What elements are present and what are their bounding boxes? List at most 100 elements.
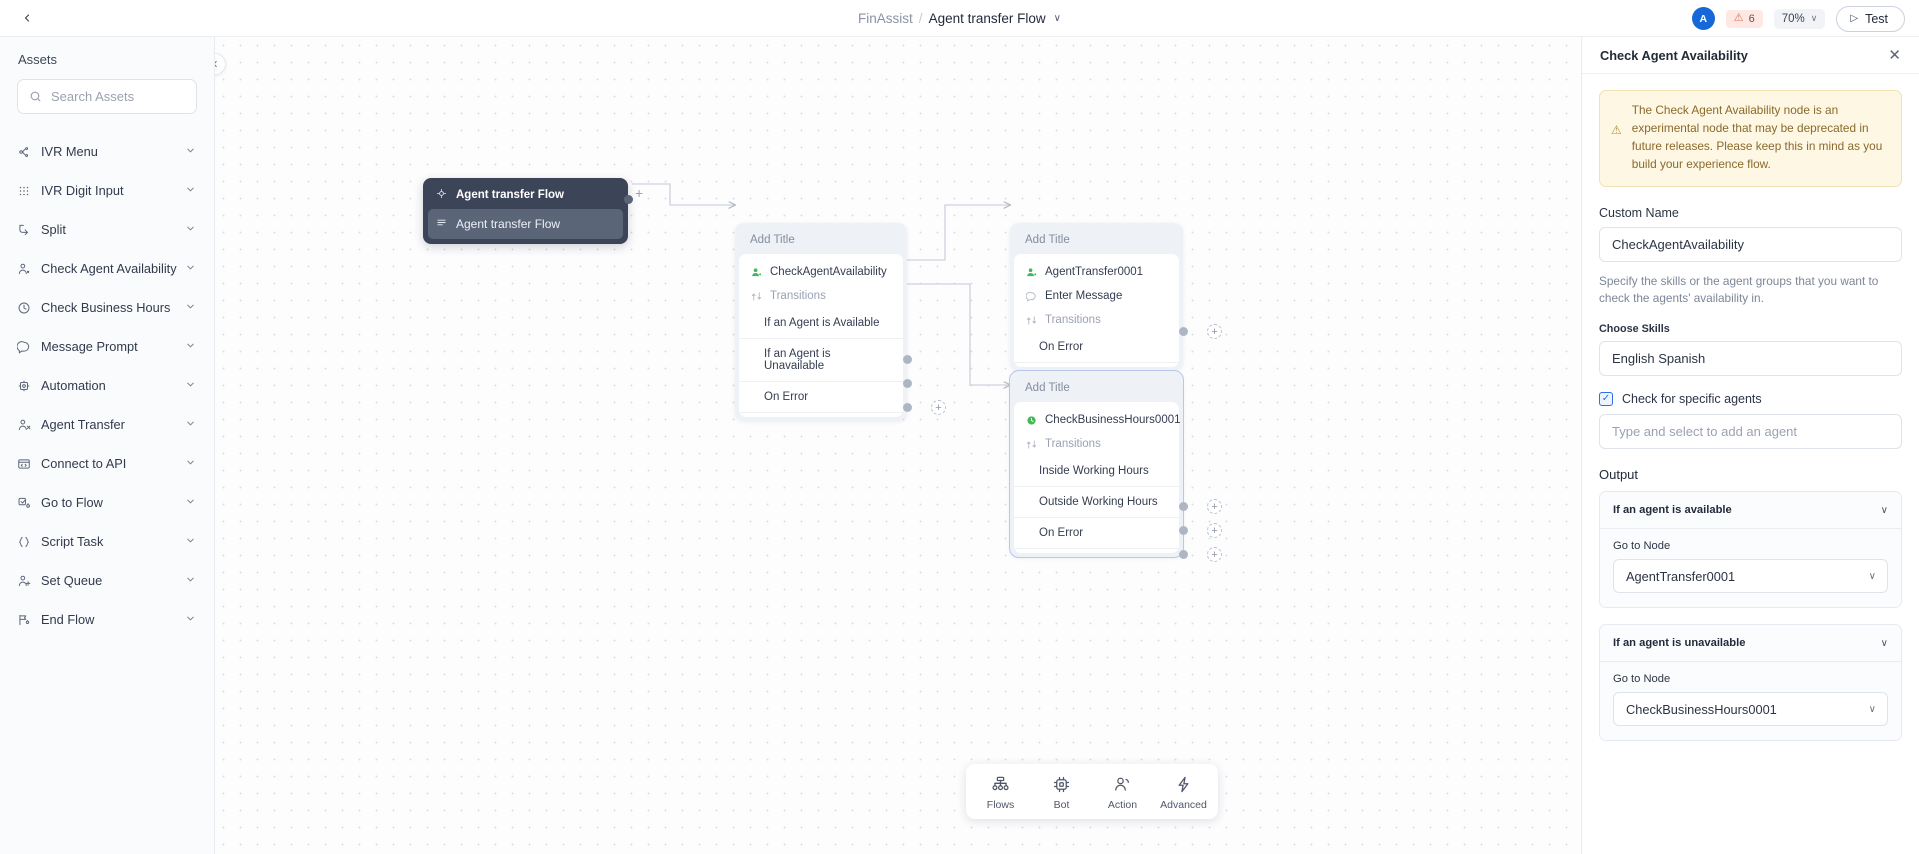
node-name-row: CheckBusinessHours0001 xyxy=(1014,408,1181,432)
output-label: Output xyxy=(1599,467,1639,483)
sidebar-item-connect-to-api[interactable]: Connect to API xyxy=(0,444,214,483)
node-transition[interactable]: Inside Working Hours xyxy=(1014,456,1179,487)
node-message-row[interactable]: Enter Message xyxy=(1014,284,1179,308)
sidebar-collapse-button[interactable] xyxy=(215,53,226,75)
toolbar-item-flows[interactable]: Flows xyxy=(972,773,1029,812)
node-transition[interactable]: On Error xyxy=(739,382,903,413)
chevron-down-icon[interactable] xyxy=(185,613,196,627)
output-card-body: Go to Node CheckBusinessHours0001 ∨ xyxy=(1600,662,1901,741)
start-node-add-icon[interactable]: + xyxy=(635,185,644,201)
node-output-port-available[interactable] xyxy=(903,355,912,364)
sidebar-item-check-business-hours[interactable]: Check Business Hours xyxy=(0,288,214,327)
sidebar-item-end-flow[interactable]: End Flow xyxy=(0,600,214,639)
output-card-header[interactable]: If an agent is available ∨ xyxy=(1600,492,1901,530)
toolbar-item-bot[interactable]: Bot xyxy=(1033,773,1090,812)
start-node-row[interactable]: Agent transfer Flow xyxy=(428,209,623,239)
chevron-down-icon[interactable] xyxy=(185,262,196,276)
breadcrumb-root[interactable]: FinAssist xyxy=(858,10,913,26)
node-add-branch-inside[interactable]: + xyxy=(1207,499,1222,514)
node-add-branch-button[interactable]: + xyxy=(1207,324,1222,339)
toolbar-item-advanced[interactable]: Advanced xyxy=(1155,773,1212,812)
panel-title: Check Agent Availability xyxy=(1600,47,1748,63)
node-add-branch-button[interactable]: + xyxy=(931,400,946,415)
node-transition[interactable]: Outside Working Hours xyxy=(1014,487,1179,518)
warning-triangle-icon: ⚠ xyxy=(1611,123,1622,137)
choose-skills-input[interactable]: English Spanish xyxy=(1599,341,1902,377)
search-box[interactable] xyxy=(17,79,197,114)
error-count: 6 xyxy=(1748,12,1755,25)
go-to-node-select[interactable]: AgentTransfer0001 ∨ xyxy=(1613,559,1888,594)
node-check-agent-availability[interactable]: Add Title CheckAgentAvailability Transit… xyxy=(735,223,946,421)
node-output-port-on-error[interactable] xyxy=(1179,550,1188,559)
add-agent-input[interactable]: Type and select to add an agent xyxy=(1599,414,1902,450)
chevron-down-icon[interactable] xyxy=(185,379,196,393)
chevron-down-icon[interactable] xyxy=(185,301,196,315)
node-output-port-outside-hours[interactable] xyxy=(1179,526,1188,535)
test-button[interactable]: ▷ Test xyxy=(1836,5,1905,32)
chevron-down-icon[interactable] xyxy=(185,184,196,198)
test-button-label: Test xyxy=(1865,11,1888,26)
go-to-node-select[interactable]: CheckBusinessHours0001 ∨ xyxy=(1613,692,1888,727)
node-name: AgentTransfer0001 xyxy=(1045,266,1144,278)
node-title[interactable]: Add Title xyxy=(1025,382,1070,394)
chevron-down-icon[interactable] xyxy=(185,574,196,588)
breadcrumb-chevron-down-icon[interactable]: ∨ xyxy=(1053,12,1061,24)
custom-name-input[interactable]: CheckAgentAvailability xyxy=(1599,226,1902,262)
node-transition[interactable]: If an Agent is Unavailable xyxy=(739,339,903,382)
chevron-down-icon[interactable]: ∨ xyxy=(1880,637,1888,649)
node-output-port-on-error[interactable] xyxy=(903,403,912,412)
bottom-toolbar: Flows Bot Action Advanced xyxy=(966,764,1218,819)
node-output-port-on-error[interactable] xyxy=(1179,327,1188,336)
toolbar-item-label: Bot xyxy=(1053,799,1070,811)
chevron-left-icon xyxy=(24,14,30,22)
node-output-port-unavailable[interactable] xyxy=(903,379,912,388)
sidebar-item-ivr-menu[interactable]: IVR Menu xyxy=(0,132,214,171)
chevron-down-icon[interactable] xyxy=(185,457,196,471)
zoom-selector[interactable]: 70% ∨ xyxy=(1773,8,1826,29)
chevron-down-icon[interactable] xyxy=(185,340,196,354)
flow-canvas[interactable]: Agent transfer Flow Agent transfer Flow … xyxy=(215,37,1704,854)
node-agent-transfer[interactable]: Add Title AgentTransfer0001 Enter Messag… xyxy=(1010,223,1222,371)
chevron-down-icon[interactable] xyxy=(185,418,196,432)
node-transition[interactable]: If an Agent is Available xyxy=(739,308,903,339)
chevron-down-icon[interactable] xyxy=(185,145,196,159)
node-add-branch-outside[interactable]: + xyxy=(1207,523,1222,538)
sidebar-item-message-prompt[interactable]: Message Prompt xyxy=(0,327,214,366)
close-icon[interactable]: ✕ xyxy=(1888,46,1901,64)
sidebar-item-ivr-digit-input[interactable]: IVR Digit Input xyxy=(0,171,214,210)
checkbox[interactable]: ✓ xyxy=(1599,392,1613,407)
start-node-output-port[interactable] xyxy=(624,195,633,204)
back-button[interactable] xyxy=(10,1,44,35)
node-output-port-inside-hours[interactable] xyxy=(1179,502,1188,511)
search-input[interactable] xyxy=(51,89,185,104)
toolbar-item-action[interactable]: Action xyxy=(1094,773,1151,812)
node-transition[interactable]: On Error xyxy=(1014,518,1179,549)
node-title[interactable]: Add Title xyxy=(1025,234,1070,246)
chevron-down-icon[interactable]: ∨ xyxy=(1880,504,1888,516)
node-check-business-hours[interactable]: Add Title CheckBusinessHours0001 Transit… xyxy=(1009,370,1222,562)
chevron-down-icon[interactable] xyxy=(185,535,196,549)
sidebar-item-script-task[interactable]: Script Task xyxy=(0,522,214,561)
output-card-header[interactable]: If an agent is unavailable ∨ xyxy=(1600,625,1901,663)
chevron-down-icon[interactable] xyxy=(185,496,196,510)
sidebar-item-split[interactable]: Split xyxy=(0,210,214,249)
chevron-down-icon[interactable] xyxy=(185,223,196,237)
avatar[interactable]: A xyxy=(1691,7,1715,30)
start-node-header: Agent transfer Flow xyxy=(428,183,623,209)
sidebar-item-check-agent-availability[interactable]: Check Agent Availability xyxy=(0,249,214,288)
node-title[interactable]: Add Title xyxy=(750,234,795,246)
search-icon xyxy=(29,90,42,103)
sidebar-item-go-to-flow[interactable]: Go to Flow xyxy=(0,483,214,522)
node-transition[interactable]: On Error xyxy=(1014,332,1179,363)
error-count-badge[interactable]: ⚠ 6 xyxy=(1725,9,1763,28)
sidebar-item-automation[interactable]: Automation xyxy=(0,366,214,405)
sidebar-item-agent-transfer[interactable]: Agent Transfer xyxy=(0,405,214,444)
sidebar-item-set-queue[interactable]: Set Queue xyxy=(0,561,214,600)
sidebar-item-label: Script Task xyxy=(41,534,104,549)
transitions-icon xyxy=(1026,315,1037,326)
node-add-branch-on-error[interactable]: + xyxy=(1207,547,1222,562)
start-node[interactable]: Agent transfer Flow Agent transfer Flow xyxy=(423,178,633,244)
check-specific-agents-row[interactable]: ✓ Check for specific agents xyxy=(1599,392,1902,407)
chevron-left-icon xyxy=(215,61,217,67)
chevron-down-icon: ∨ xyxy=(1868,703,1876,715)
